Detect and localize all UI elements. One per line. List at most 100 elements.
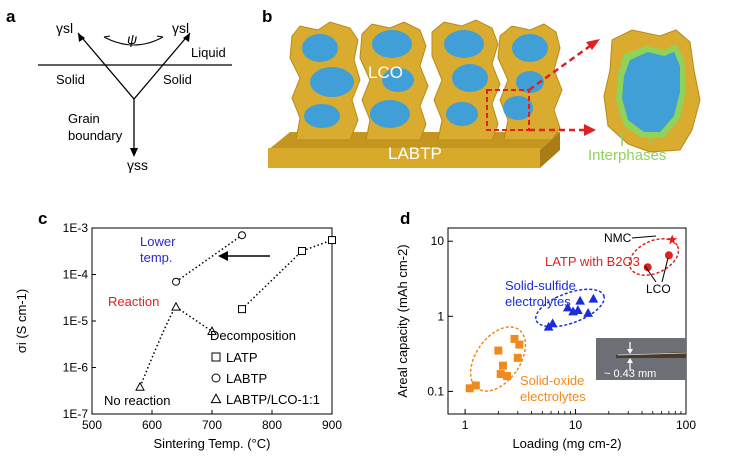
panel-a-letter: a	[6, 7, 16, 26]
legend-label-circle: LABTP	[226, 371, 267, 386]
no-reaction-label: No reaction	[104, 393, 170, 408]
latp-group-ellipse	[628, 238, 680, 276]
y-tick-label-c: 1E-4	[63, 268, 89, 282]
angle-tick-right	[156, 35, 164, 38]
legend-marker-triangle	[210, 393, 222, 404]
y-tick-label-d: 0.1	[427, 384, 444, 398]
panel-a: a γsl γsl ψ Liquid Solid Solid Grain bou…	[6, 7, 232, 173]
trend-line-triangle	[139, 306, 213, 388]
data-point-triangle	[171, 301, 181, 311]
data-point-square	[510, 334, 519, 343]
x-tick-label-c: 600	[142, 418, 162, 432]
lco-particle	[372, 30, 412, 58]
plot-frame-d	[447, 227, 687, 415]
data-point-triangle	[573, 305, 583, 315]
matrix-base	[268, 148, 540, 168]
oxide-label-1: Solid-oxide	[520, 373, 584, 388]
data-point-triangle	[207, 326, 217, 335]
matrix-side-face	[540, 132, 560, 168]
sulfide-label-1: Solid-sulfide	[505, 278, 576, 293]
inset-edge	[617, 352, 687, 356]
arrow-head-left	[78, 33, 85, 42]
y-axis-title-c: σi (S cm-1)	[14, 289, 29, 353]
x-tick-label-c: 700	[202, 418, 222, 432]
lco-particle	[382, 68, 414, 92]
y-tick-label-c: 1E-6	[63, 361, 89, 375]
data-point-circle	[664, 251, 673, 260]
latp-b2o3-text: LATP with B2O3	[545, 254, 640, 269]
gamma-sl-right-label: γsl	[172, 20, 189, 36]
data-point-square	[498, 361, 507, 370]
trend-line-square	[241, 239, 333, 310]
data-point-triangle	[575, 295, 585, 305]
panel-b: b LCO LABTP	[262, 7, 701, 168]
lco-pointer-1	[644, 265, 657, 283]
arrow-head-right	[183, 33, 190, 42]
y-axis-title-d: Areal capacity (mAh cm-2)	[395, 244, 410, 397]
data-point-triangle	[135, 381, 145, 391]
angle-tick-left	[103, 35, 111, 38]
zoom-arrow-head-top	[586, 39, 600, 50]
liquid-label: Liquid	[191, 45, 226, 60]
solid-right-label: Solid	[163, 72, 192, 87]
latp-b2o3-label: LATP with B2O3	[545, 254, 640, 269]
data-point-circle	[172, 277, 180, 286]
panel-d-letter: d	[400, 209, 410, 228]
y-tick-label-c: 1E-5	[63, 314, 89, 328]
data-marks-d	[465, 234, 678, 393]
data-point-square	[494, 346, 503, 355]
y-tick-label-d: 10	[431, 234, 445, 248]
data-point-square	[298, 247, 306, 256]
inset-photo: ~ 0.43 mm	[596, 338, 687, 380]
data-point-square	[513, 353, 522, 362]
lco-label: LCO	[368, 63, 403, 82]
panel-b-letter: b	[262, 7, 272, 26]
x-tick-label-d: 10	[569, 418, 583, 432]
data-point-triangle	[562, 302, 573, 312]
grain-label-2: boundary	[68, 128, 123, 143]
lco-particle	[452, 64, 488, 92]
data-marks-c	[135, 231, 336, 391]
data-point-square	[328, 236, 336, 245]
nmc-pointer	[631, 235, 657, 239]
legend-label-square: LATP	[226, 350, 258, 365]
y-tick-label-c: 1E-7	[63, 407, 89, 421]
lco-particle	[310, 67, 354, 97]
data-point-square	[238, 305, 246, 314]
x-tick-label-c: 900	[322, 418, 342, 432]
legend-marker-circle	[211, 373, 221, 383]
lco-particles	[302, 30, 548, 128]
lco-particle	[302, 34, 338, 62]
inset-arrow-top-head	[627, 349, 633, 354]
zoom-arrow-top	[528, 44, 591, 92]
x-tick-label-c: 800	[262, 418, 282, 432]
y-tick-label-d: 1	[437, 309, 444, 323]
psi-label: ψ	[127, 31, 137, 47]
lco-d-label: LCO	[646, 282, 671, 296]
gamma-ss-label: γss	[127, 157, 148, 173]
data-point-star	[667, 234, 678, 245]
decomposition-label: Decomposition	[210, 328, 296, 343]
lower-temp-label-1: Lower	[140, 234, 176, 249]
zoom-box	[486, 89, 530, 131]
grain-label-1: Grain	[68, 111, 100, 126]
inset-arrow-bottom-head	[627, 358, 633, 363]
zoomed-lco-particle	[622, 52, 680, 132]
sulfide-group-ellipse	[535, 288, 605, 328]
solid-left-label: Solid	[56, 72, 85, 87]
x-axis-title-d: Loading (mg cm-2)	[512, 436, 621, 451]
lco-particle	[516, 71, 544, 93]
oxide-label-2: electrolytes	[520, 389, 586, 404]
labtp-label: LABTP	[388, 144, 442, 163]
data-point-square	[503, 372, 512, 381]
trend-lines-c	[139, 234, 333, 388]
inset-thickness-label: ~ 0.43 mm	[604, 368, 656, 380]
lower-temp-arrow-head	[218, 251, 228, 261]
zoom-arrow-head-bottom	[584, 124, 596, 136]
interphases-label: Interphases	[588, 147, 666, 164]
